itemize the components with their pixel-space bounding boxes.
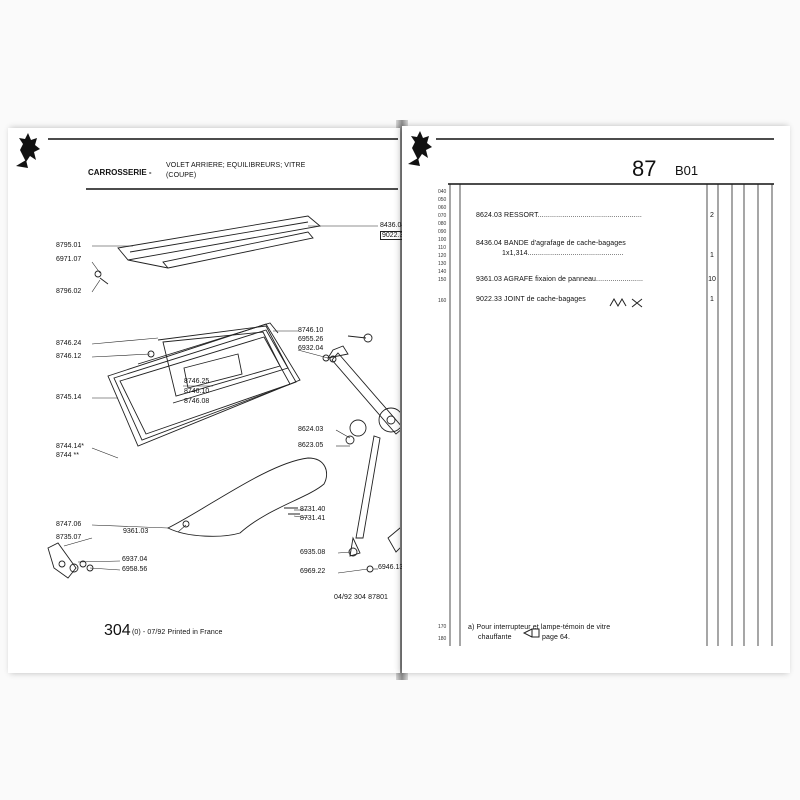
callout-label: 8796.02 <box>56 288 82 295</box>
rear-glass-part <box>107 322 301 447</box>
callout-label: 8731.41 <box>300 515 326 522</box>
right-page-frame <box>408 131 774 646</box>
row-code: 060 <box>438 205 447 211</box>
row-code: 120 <box>438 253 447 259</box>
footnote-page-ref: page 64. <box>542 634 571 641</box>
row-code: 150 <box>438 277 447 283</box>
callout-label: 8795.01 <box>56 242 82 249</box>
callout-label: 6955.26 <box>298 336 324 343</box>
footer-print-info: (0) - 07/92 Printed in France <box>132 629 223 636</box>
callout-label: 8744 ** <box>56 452 79 459</box>
row-code: 080 <box>438 221 447 227</box>
drawing-reference: 04/92 304 87801 <box>334 594 389 601</box>
part-quantity: 1 <box>710 296 714 303</box>
row-code: 110 <box>438 245 446 251</box>
part-description: 9022.33 JOINT de cache-bagages <box>476 296 586 303</box>
part-description: 8624.03 RESSORT.........................… <box>476 212 642 219</box>
callout-label: 8623.05 <box>298 442 324 449</box>
row-code: 070 <box>438 213 447 219</box>
peugeot-lion-logo <box>408 131 432 166</box>
callout-label: 6937.04 <box>122 556 148 563</box>
parcel-shelf-part <box>166 457 328 537</box>
footnote-line1: a) Pour interrupteur et lampe-témoin de … <box>468 624 611 631</box>
part-description-cont: 1x1,314.................................… <box>502 250 624 257</box>
callout-label: 8746.08 <box>184 398 210 405</box>
table-column-rules <box>449 184 773 646</box>
row-code: 160 <box>438 298 447 304</box>
callout-label: 6946.13 <box>378 564 404 571</box>
section-label: CARROSSERIE - <box>88 168 152 177</box>
left-page-drawing <box>16 133 400 579</box>
callout-label: 8731.40 <box>300 506 326 513</box>
group-code: B01 <box>675 163 699 178</box>
callout-label: 8745.14 <box>56 394 82 401</box>
row-code: 170 <box>438 624 447 630</box>
row-code: 100 <box>438 237 447 243</box>
callout-label: 8744.14* <box>56 443 85 450</box>
callout-leader-lines <box>63 225 378 574</box>
part-description: 8436.04 BANDE d'agrafage de cache-bagage… <box>476 240 626 247</box>
callout-label: 8746.24 <box>56 340 82 347</box>
section-subtitle-line2: (COUPE) <box>166 172 197 179</box>
arrow-ref-icon <box>522 628 540 638</box>
row-code: 040 <box>438 189 447 195</box>
part-quantity: 10 <box>708 276 716 283</box>
callout-label: 8436.04 <box>380 222 406 229</box>
row-code: 050 <box>438 197 447 203</box>
catalogue-page-number: 87 <box>632 156 657 181</box>
seal-symbol-icon <box>609 297 643 308</box>
callout-label: 6971.07 <box>56 256 82 263</box>
hinge-bracket-part <box>47 542 79 579</box>
part-description: 9361.03 AGRAFE fixaion de panneau.......… <box>476 276 644 283</box>
row-code: 130 <box>438 261 447 267</box>
row-code: 180 <box>438 636 447 642</box>
callout-label: 6935.08 <box>300 549 326 556</box>
tailgate-panel-part <box>117 215 322 269</box>
row-code: 090 <box>438 229 447 235</box>
callout-label: 8746.10 <box>298 327 324 334</box>
callout-label: 8746.12 <box>56 353 82 360</box>
row-code: 140 <box>438 269 447 275</box>
callout-label: 8735.07 <box>56 534 82 541</box>
callout-label: 8746.25 <box>184 378 210 385</box>
peugeot-lion-logo <box>16 133 40 168</box>
gas-strut-part <box>327 333 400 557</box>
right-page: 87 B01 040 050 060 070 080 090 100 110 1… <box>402 126 790 673</box>
footer-page-number: 304 <box>104 622 131 639</box>
callout-label: 9361.03 <box>123 528 149 535</box>
footnote-line2: chauffante <box>478 634 512 641</box>
callout-label: 8747.06 <box>56 521 82 528</box>
callout-label: 6932.04 <box>298 345 324 352</box>
part-quantity: 2 <box>710 212 714 219</box>
callout-label: 6969.22 <box>300 568 326 575</box>
callout-label: 8624.03 <box>298 426 324 433</box>
callout-label: 8746.10 <box>184 388 210 395</box>
small-fittings-parts <box>79 270 374 573</box>
section-subtitle-line1: VOLET ARRIERE; EQUILIBREURS; VITRE <box>166 162 306 169</box>
part-quantity: 1 <box>710 252 714 259</box>
left-page: CARROSSERIE - VOLET ARRIERE; EQUILIBREUR… <box>8 128 413 673</box>
callout-label: 6958.56 <box>122 566 148 573</box>
